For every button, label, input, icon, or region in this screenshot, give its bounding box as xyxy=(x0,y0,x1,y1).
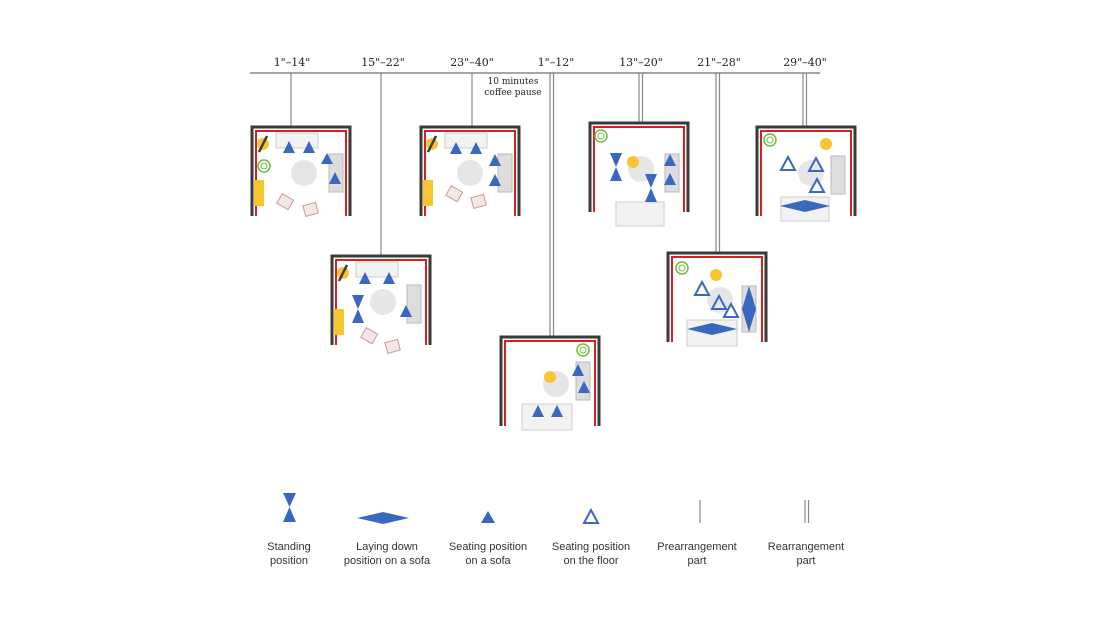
laying-icon xyxy=(780,200,830,212)
seat-sofa-icon xyxy=(551,405,563,417)
connector-line-4-double xyxy=(549,73,555,336)
standing-icon xyxy=(645,174,657,202)
legend-laying-icon xyxy=(357,512,409,524)
seat-sofa-icon xyxy=(400,305,412,317)
seat-sofa-icon xyxy=(383,272,395,284)
legend-seat-sofa-label: Seating position on a sofa xyxy=(423,540,553,568)
legend-standing-line1: Standing xyxy=(267,541,311,553)
legend-laying-line1: Laying down xyxy=(356,541,418,553)
legend-seat-sofa-line2: on a sofa xyxy=(465,555,511,567)
seat-floor-icon xyxy=(807,155,825,172)
legend-standing-icon xyxy=(283,493,296,522)
legend-rearrangement-line1: Rearrangement xyxy=(767,541,845,553)
legend-laying-line2: position on a sofa xyxy=(343,555,431,567)
room-7 xyxy=(755,125,857,222)
legend-seat-sofa-line1: Seating position xyxy=(448,541,528,553)
laying-icon xyxy=(742,286,756,332)
seat-sofa-icon xyxy=(359,272,371,284)
seat-sofa-icon xyxy=(664,154,676,166)
coffee-pause-line-1: 10 minutes xyxy=(487,77,539,87)
timeline-label-6: 21"–28" xyxy=(697,56,741,69)
seat-sofa-icon xyxy=(470,142,482,154)
seat-sofa-icon xyxy=(489,154,501,166)
connector-line-5-double xyxy=(638,73,644,122)
timeline-label-1: 1"–14" xyxy=(273,56,311,69)
seat-floor-icon xyxy=(710,293,728,310)
legend-seat-sofa-icon xyxy=(481,511,495,523)
seat-sofa-icon xyxy=(321,153,333,164)
room-2 xyxy=(330,254,432,354)
legend-prearrangement-label: Prearrangement part xyxy=(632,540,762,568)
timeline-label-3: 23"–40" xyxy=(450,56,494,69)
legend-seat-floor-label: Seating position on the floor xyxy=(526,540,656,568)
room-1 xyxy=(250,125,352,217)
legend-laying-label: Laying down position on a sofa xyxy=(322,540,452,568)
seat-floor-icon xyxy=(722,301,740,318)
seat-floor-icon xyxy=(693,279,711,296)
seat-floor-icon xyxy=(779,154,797,171)
timeline-label-4: 1"–12" xyxy=(537,56,575,69)
seat-sofa-icon xyxy=(283,141,295,153)
seat-sofa-icon xyxy=(578,381,590,393)
seat-sofa-icon xyxy=(532,405,544,417)
room-4 xyxy=(499,335,601,431)
laying-icon xyxy=(687,323,737,335)
legend-seat-floor-line1: Seating position xyxy=(551,541,631,553)
timeline-label-7: 29"–40" xyxy=(783,56,827,69)
legend-rearrangement-line2: part xyxy=(796,555,816,567)
timeline-label-2: 15"–22" xyxy=(361,56,405,69)
connector-line-7-double xyxy=(802,73,808,126)
legend-seat-floor-icon xyxy=(582,507,600,524)
legend-prearrangement-line1: Prearrangement xyxy=(657,541,737,553)
connector-line-6-double xyxy=(715,73,721,252)
standing-icon xyxy=(352,295,364,323)
seat-floor-icon xyxy=(808,176,826,193)
legend-rearrangement-line xyxy=(804,500,810,523)
seat-sofa-icon xyxy=(329,172,341,184)
coffee-pause-line-2: coffee pause xyxy=(484,88,542,98)
legend-standing-line2: position xyxy=(270,555,308,567)
timeline-label-5: 13"–20" xyxy=(619,56,663,69)
seat-sofa-icon xyxy=(303,141,315,153)
seat-sofa-icon xyxy=(450,142,462,154)
legend-prearrangement-line2: part xyxy=(687,555,707,567)
coffee-pause-note: 10 minutes coffee pause xyxy=(484,77,541,99)
standing-icon xyxy=(610,153,622,181)
legend-seat-floor-line2: on the floor xyxy=(563,555,619,567)
legend-rearrangement-label: Rearrangement part xyxy=(741,540,871,568)
legend-standing-label: Standing position xyxy=(224,540,354,568)
room-5 xyxy=(588,121,690,227)
seat-sofa-icon xyxy=(489,174,501,186)
room-6 xyxy=(666,251,768,347)
seat-sofa-icon xyxy=(664,173,676,185)
room-3 xyxy=(419,125,521,216)
seat-sofa-icon xyxy=(572,364,584,376)
